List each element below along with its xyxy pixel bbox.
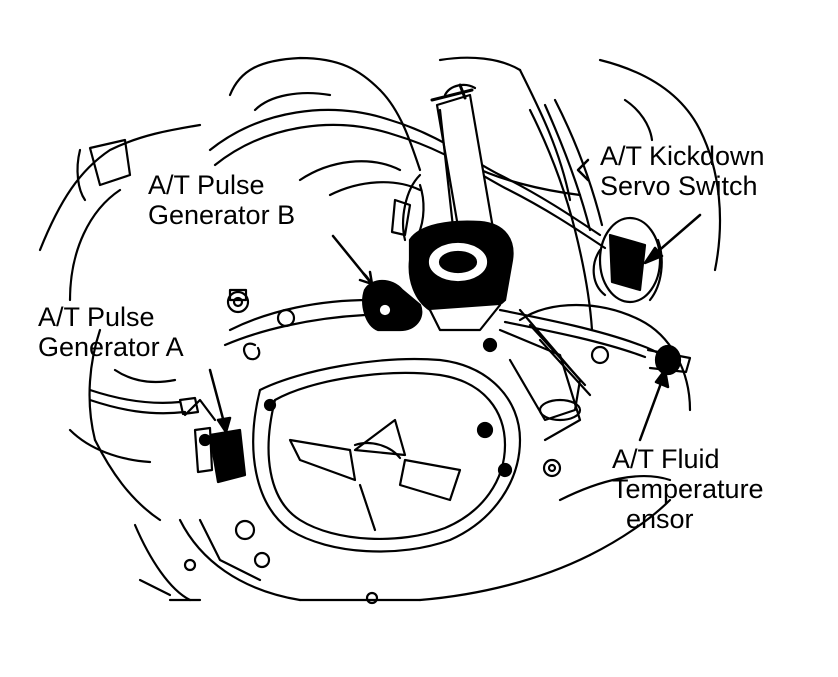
wiring-harness (88, 98, 677, 415)
pulse-generator-b-label-line1: A/T Pulse (148, 170, 265, 200)
kickdown-servo-switch-label-line2: Servo Switch (600, 171, 758, 201)
bolts (178, 183, 610, 605)
range-switch-block (408, 220, 514, 332)
engine-background-outline (38, 56, 722, 602)
output-shaft (508, 308, 592, 422)
pulse-generator-b-part (362, 279, 423, 332)
lower-housing (178, 474, 672, 602)
fluid-temperature-sensor-part (646, 344, 692, 376)
pulse-generator-a-label-line2: Generator A (38, 332, 184, 362)
fluid-temperature-sensor-label-line3: ensor (626, 504, 694, 534)
fluid-temperature-sensor-label-line2: Temperature (612, 474, 764, 504)
pulse-generator-b-label: A/T Pulse Generator B (148, 170, 295, 230)
kickdown-servo-switch-label: A/T Kickdown Servo Switch (600, 141, 765, 201)
pulse-generator-a-part (183, 398, 247, 484)
transmission-housing (252, 303, 692, 553)
leader-lines (208, 158, 702, 442)
fluid-temperature-sensor-label-line1: A/T Fluid (612, 444, 720, 474)
kickdown-servo-switch-part (592, 216, 663, 304)
pulse-generator-b-label-line2: Generator B (148, 200, 296, 230)
pulse-generator-a-label-line1: A/T Pulse (38, 302, 155, 332)
kickdown-servo-switch-label-line1: A/T Kickdown (600, 141, 765, 171)
pulse-generator-a-label: A/T Pulse Generator A (38, 302, 184, 362)
fluid-temperature-sensor-label: A/T Fluid Temperature ensor (612, 444, 764, 534)
